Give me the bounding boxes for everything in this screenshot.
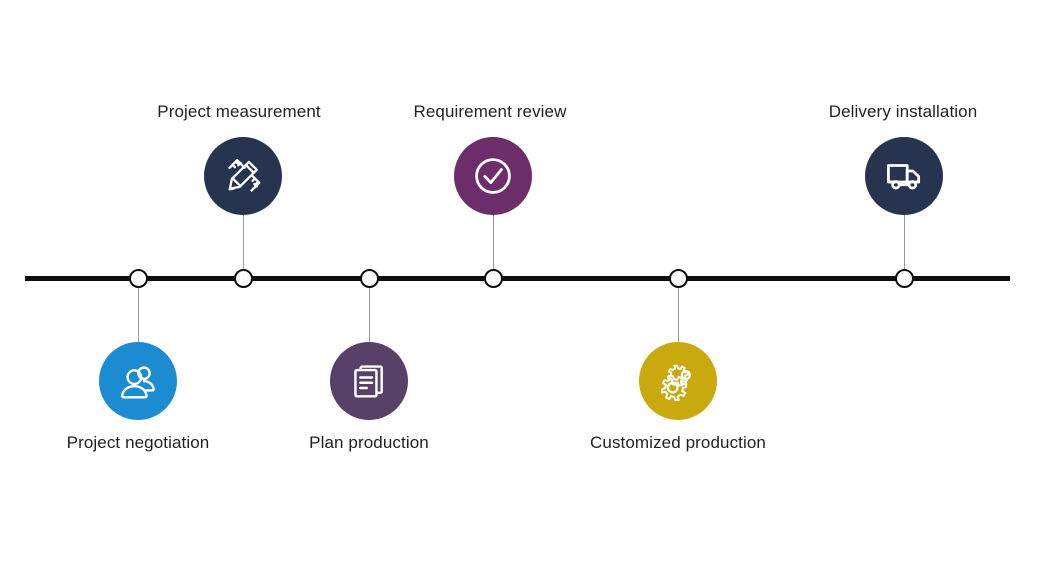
connector-line (678, 278, 679, 342)
timeline-axis (25, 275, 1010, 281)
timeline-node-marker[interactable] (483, 268, 503, 288)
step-label-3: Plan production (309, 433, 429, 452)
connector-line (138, 278, 139, 342)
step-label-5: Customized production (590, 433, 766, 452)
connector-line (369, 278, 370, 342)
timeline-node-marker[interactable] (128, 268, 148, 288)
gears-icon (656, 359, 700, 403)
timeline-node-marker[interactable] (668, 268, 688, 288)
step-icon-bubble-5[interactable] (639, 342, 717, 420)
step-icon-bubble-4[interactable] (454, 137, 532, 215)
step-icon-bubble-1[interactable] (99, 342, 177, 420)
connector-line (243, 215, 244, 278)
step-label-2: Project measurement (157, 102, 321, 121)
step-icon-bubble-2[interactable] (204, 137, 282, 215)
step-icon-bubble-6[interactable] (865, 137, 943, 215)
step-label-6: Delivery installation (828, 102, 978, 121)
users-group-icon (116, 359, 160, 403)
timeline-node-marker[interactable] (233, 268, 253, 288)
step-icon-bubble-3[interactable] (330, 342, 408, 420)
pencil-ruler-icon (221, 154, 265, 198)
delivery-truck-icon (882, 154, 926, 198)
connector-line (493, 215, 494, 278)
documents-stack-icon (348, 360, 390, 402)
check-circle-icon (469, 152, 517, 200)
connector-line (904, 215, 905, 278)
step-label-4: Requirement review (413, 102, 567, 121)
timeline-node-marker[interactable] (359, 268, 379, 288)
step-label-1: Project negotiation (66, 433, 210, 452)
timeline-node-marker[interactable] (894, 268, 914, 288)
